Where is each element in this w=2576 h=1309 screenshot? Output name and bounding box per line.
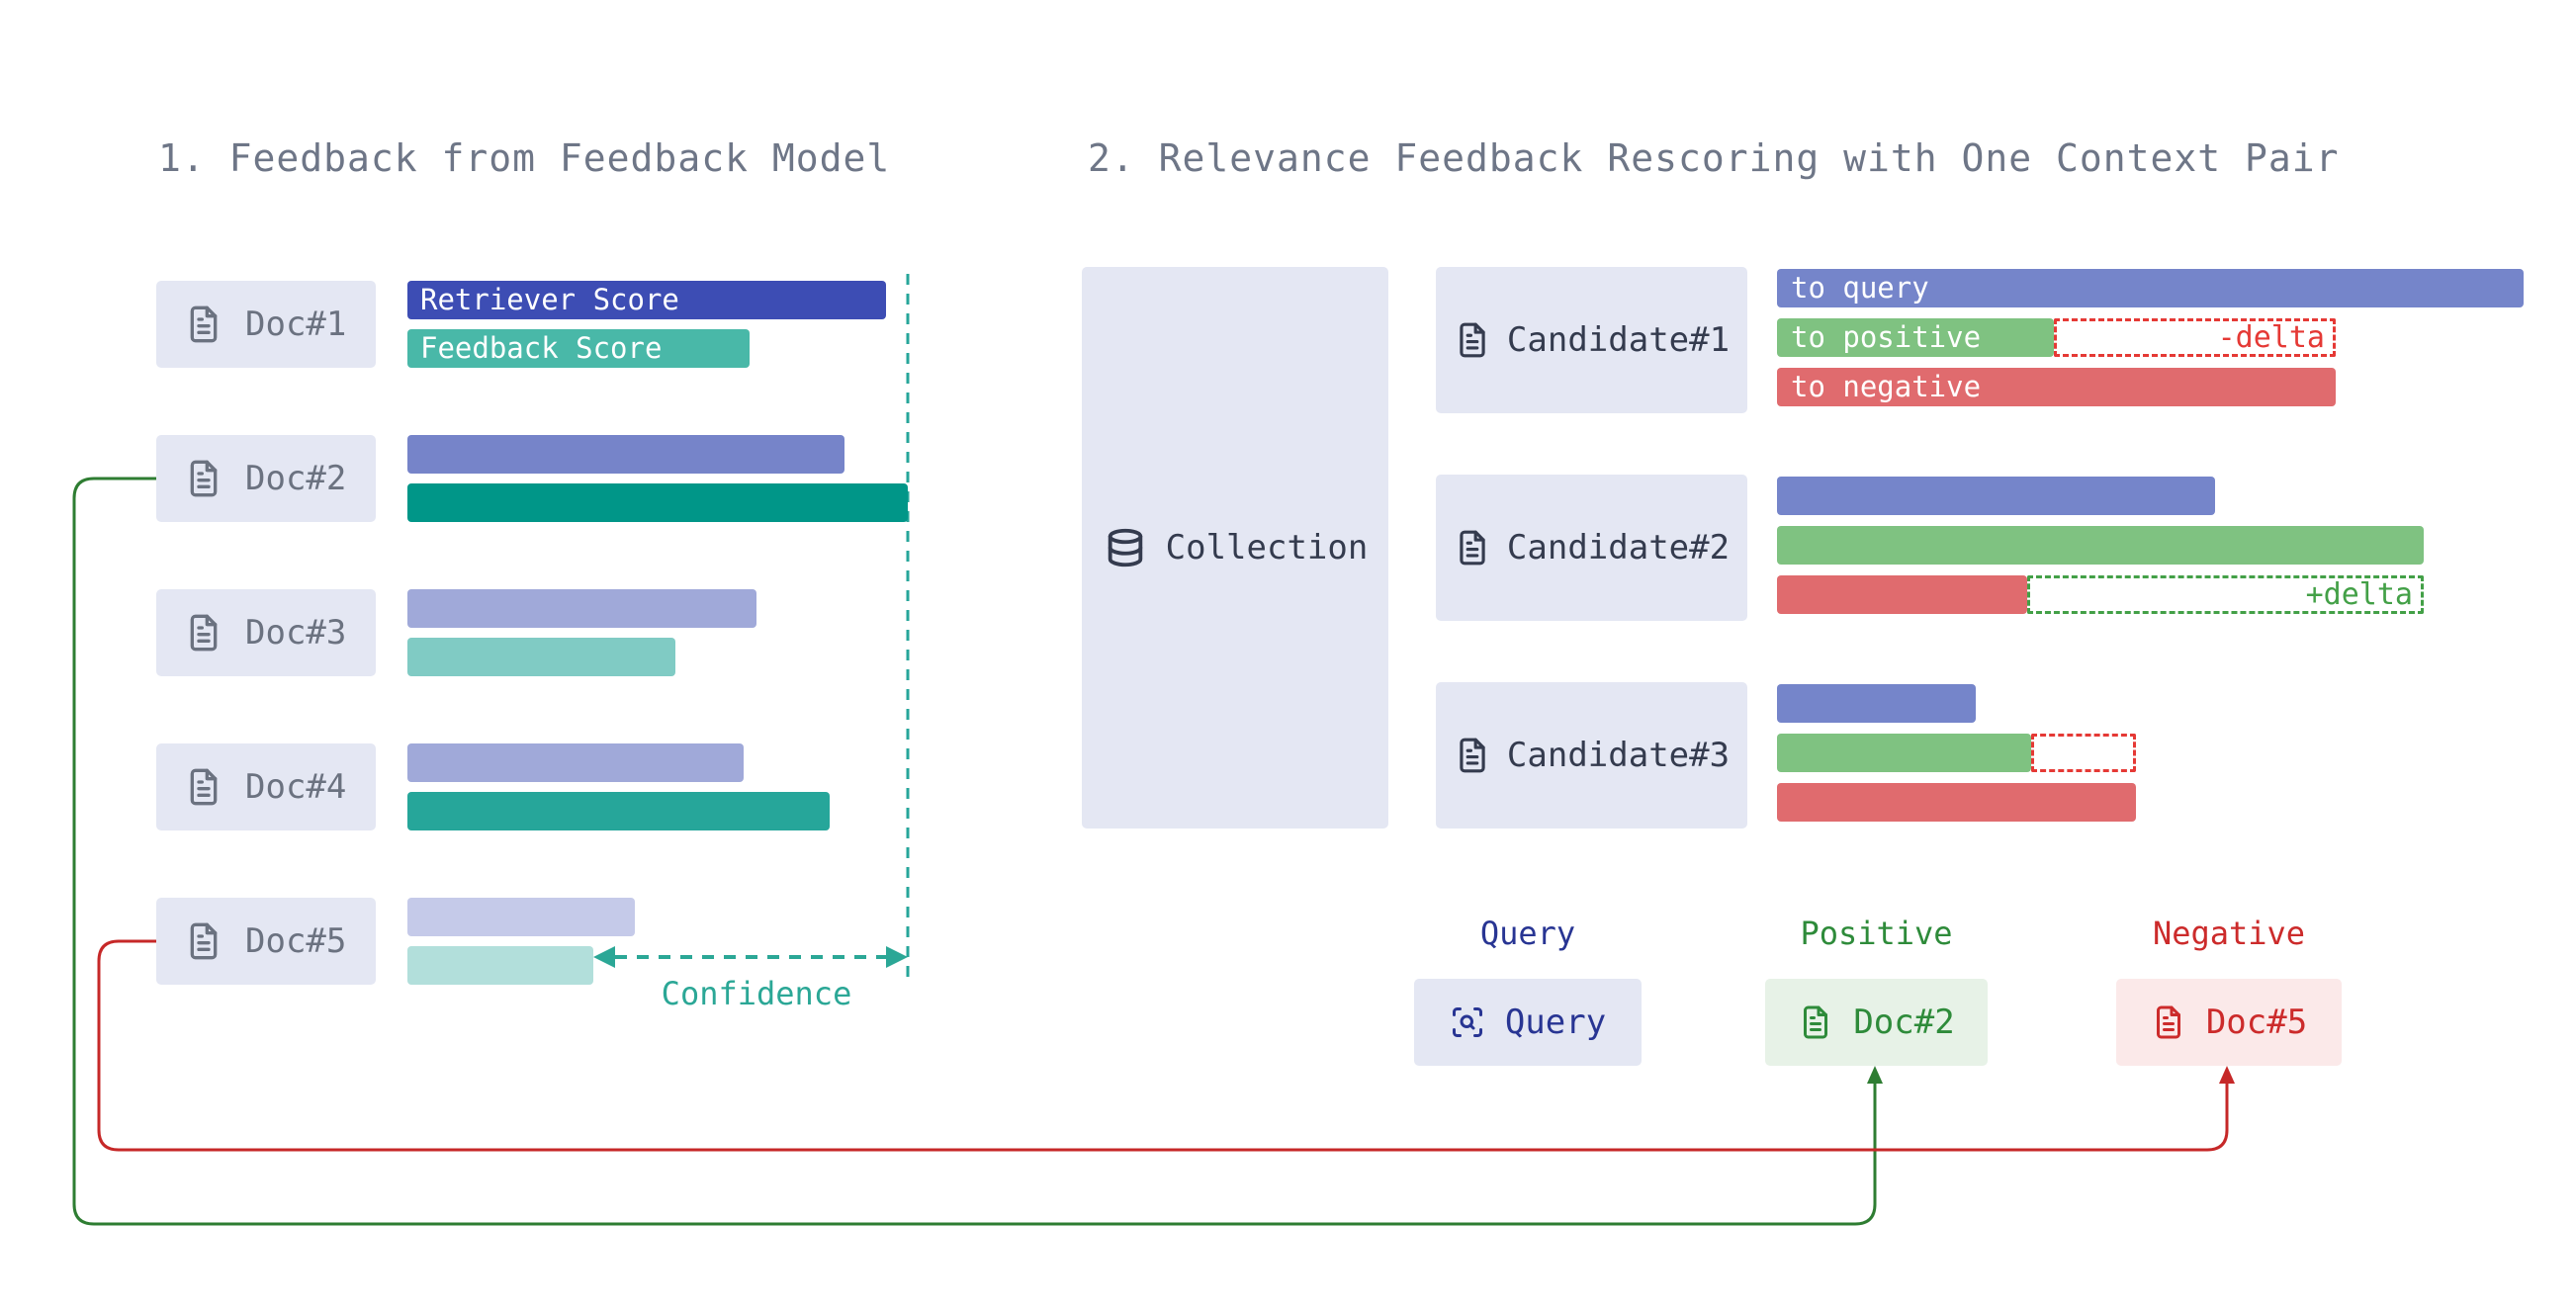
doc-row: Doc#2 <box>0 435 2576 522</box>
feedback-score-bar <box>407 792 830 830</box>
feedback-score-bar <box>407 638 675 676</box>
negative-feedback-connector <box>97 939 2235 1152</box>
doc-label: Doc#2 <box>245 459 347 498</box>
to-negative-bar <box>1777 575 2027 614</box>
file-text-icon <box>1454 737 1491 774</box>
retriever-score-bar <box>407 898 635 936</box>
doc-box: Doc#2 <box>156 435 376 522</box>
feedback-score-bar <box>407 483 908 522</box>
doc-label: Doc#5 <box>245 921 347 961</box>
query-box: Query <box>1414 979 1642 1066</box>
negative-box-label: Doc#5 <box>2205 1003 2308 1042</box>
candidate-label: Candidate#2 <box>1506 528 1731 567</box>
candidate-row: Candidate#3 <box>0 682 2576 829</box>
scan-search-icon <box>1450 1004 1485 1040</box>
positive-box-label: Doc#2 <box>1853 1003 1955 1042</box>
confidence-label: Confidence <box>661 975 852 1012</box>
doc-row: Doc#4 <box>0 743 2576 830</box>
positive-feedback-connector <box>72 477 1883 1226</box>
doc-box: Doc#1 <box>156 281 376 368</box>
file-text-icon <box>2151 1004 2186 1040</box>
to-query-bar <box>1777 477 2215 515</box>
candidate-box: Candidate#3 <box>1436 682 1747 829</box>
minus-delta-dashed-box: -delta <box>2054 318 2336 357</box>
retriever-score-bar <box>407 743 744 782</box>
doc-label: Doc#1 <box>245 305 347 344</box>
to-positive-bar <box>1777 734 2031 772</box>
file-text-icon <box>1454 529 1491 567</box>
feedback-score-bar <box>407 946 593 985</box>
negative-heading: Negative <box>2152 915 2306 952</box>
plus-delta-dashed-box: +delta <box>2027 575 2424 614</box>
doc-label: Doc#3 <box>245 613 347 653</box>
doc-label: Doc#4 <box>245 767 347 807</box>
positive-box: Doc#2 <box>1765 979 1988 1066</box>
file-text-icon <box>184 921 223 961</box>
retriever-score-bar <box>407 589 756 628</box>
to-query-bar <box>1777 684 1976 723</box>
collection-box: Collection <box>1082 267 1388 829</box>
feedback-score-bar: Feedback Score <box>407 329 750 368</box>
to-negative-bar: to negative <box>1777 368 2336 406</box>
query-heading: Query <box>1479 915 1576 952</box>
to-positive-bar <box>1777 526 2424 565</box>
to-positive-bar: to positive <box>1777 318 2054 357</box>
doc-row: Doc#5 <box>0 898 2576 985</box>
candidate-row: Candidate#2 +delta <box>0 475 2576 621</box>
candidate-box: Candidate#2 <box>1436 475 1747 621</box>
retriever-score-bar <box>407 435 844 474</box>
confidence-range-arrow <box>593 946 908 968</box>
doc-row: Doc#3 <box>0 589 2576 676</box>
candidate-label: Candidate#1 <box>1506 320 1731 360</box>
retriever-score-bar: Retriever Score <box>407 281 886 319</box>
file-text-icon <box>1798 1004 1833 1040</box>
doc-box: Doc#4 <box>156 743 376 830</box>
file-text-icon <box>1454 321 1491 359</box>
doc-box: Doc#5 <box>156 898 376 985</box>
candidate-label: Candidate#3 <box>1506 736 1731 775</box>
collection-label: Collection <box>1165 528 1369 567</box>
to-negative-bar <box>1777 783 2136 822</box>
panel2-title: 2. Relevance Feedback Rescoring with One… <box>1088 136 2340 180</box>
to-query-bar: to query <box>1777 269 2524 307</box>
panel1-title: 1. Feedback from Feedback Model <box>158 136 891 180</box>
positive-arrowhead <box>1867 1066 1883 1084</box>
doc-box: Doc#3 <box>156 589 376 676</box>
doc-row: Doc#1 Retriever Score Feedback Score <box>0 281 2576 368</box>
negative-box: Doc#5 <box>2116 979 2342 1066</box>
candidate-row: Candidate#1 to query to positive -delta … <box>0 267 2576 413</box>
minus-delta-dashed-box <box>2031 734 2136 772</box>
candidate-box: Candidate#1 <box>1436 267 1747 413</box>
positive-heading: Positive <box>1800 915 1953 952</box>
query-box-label: Query <box>1504 1003 1607 1042</box>
negative-arrowhead <box>2219 1066 2235 1084</box>
